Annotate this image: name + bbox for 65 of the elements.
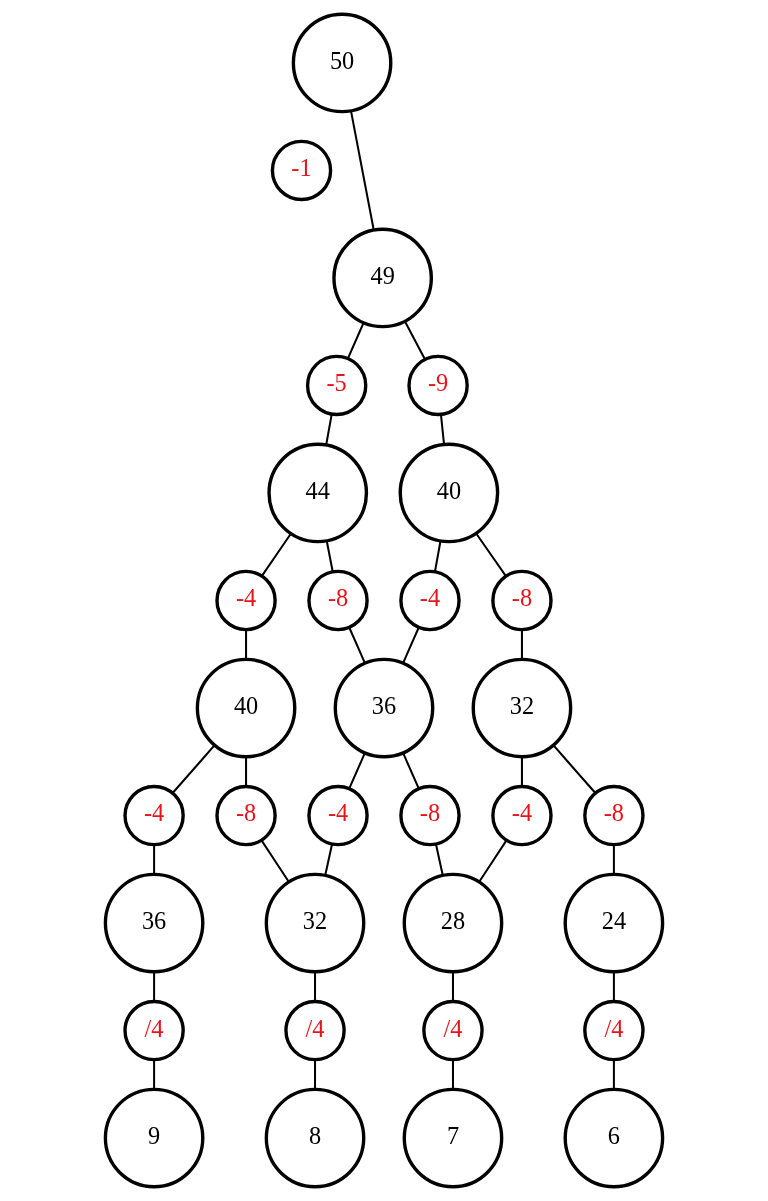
connector <box>348 627 366 664</box>
node-circle: 28 <box>402 872 504 974</box>
node-circle: 36 <box>103 872 205 974</box>
node-circle: -8 <box>399 784 461 847</box>
node-circle: 8 <box>264 1087 366 1189</box>
node-circle: -4 <box>491 784 553 847</box>
node-circle: -5 <box>305 354 368 417</box>
connector <box>435 844 444 876</box>
node-circle: -4 <box>307 784 369 847</box>
connector <box>440 414 446 445</box>
node-circle: 49 <box>332 227 433 329</box>
node-circle: 32 <box>471 657 573 759</box>
connector <box>451 1060 454 1090</box>
node-circle: /4 <box>284 999 346 1062</box>
node-circle: /4 <box>422 999 484 1062</box>
node-circle: 7 <box>402 1087 504 1189</box>
node-circle: 6 <box>563 1087 665 1189</box>
node-circle: 32 <box>264 872 366 974</box>
connector <box>612 844 615 875</box>
connector <box>404 320 426 360</box>
connector <box>349 110 375 230</box>
connector <box>433 541 442 572</box>
connector <box>451 971 454 1002</box>
connector <box>478 840 508 883</box>
connector <box>171 744 216 794</box>
node-circle: /4 <box>583 999 645 1062</box>
node-circle: 9 <box>103 1087 205 1189</box>
connector <box>261 533 292 577</box>
connector <box>153 844 156 875</box>
node-circle: 40 <box>398 442 500 544</box>
node-circle: 36 <box>333 657 435 759</box>
node-circle: 44 <box>267 442 369 544</box>
connector <box>325 414 333 445</box>
connector <box>245 756 248 786</box>
node-circle: -1 <box>270 139 333 202</box>
node-circle: 50 <box>291 12 393 114</box>
connector <box>348 752 366 789</box>
connector <box>612 971 615 1002</box>
node-circle: -4 <box>399 569 461 632</box>
connector <box>260 840 290 883</box>
connector <box>153 1060 156 1090</box>
connector <box>402 627 420 664</box>
connector <box>552 744 597 794</box>
node-circle: /4 <box>123 999 185 1062</box>
connector <box>324 844 333 876</box>
connector <box>475 533 507 577</box>
connector <box>520 756 523 786</box>
connector <box>325 541 334 572</box>
connector <box>314 1060 317 1090</box>
connector <box>612 1060 615 1090</box>
node-circle: 40 <box>195 657 297 759</box>
node-circle: -8 <box>307 569 369 632</box>
node-circle: -8 <box>583 784 645 847</box>
node-circle: -9 <box>407 354 469 417</box>
connector <box>153 971 156 1002</box>
connector <box>314 971 317 1002</box>
connector <box>402 752 420 789</box>
node-circle: -8 <box>215 784 277 847</box>
node-circle: -4 <box>123 784 185 847</box>
node-circle: 24 <box>563 872 665 974</box>
connector <box>245 629 248 660</box>
connector <box>347 322 365 359</box>
node-circle: -4 <box>215 569 277 632</box>
connector <box>520 629 523 660</box>
node-circle: -8 <box>491 569 553 632</box>
